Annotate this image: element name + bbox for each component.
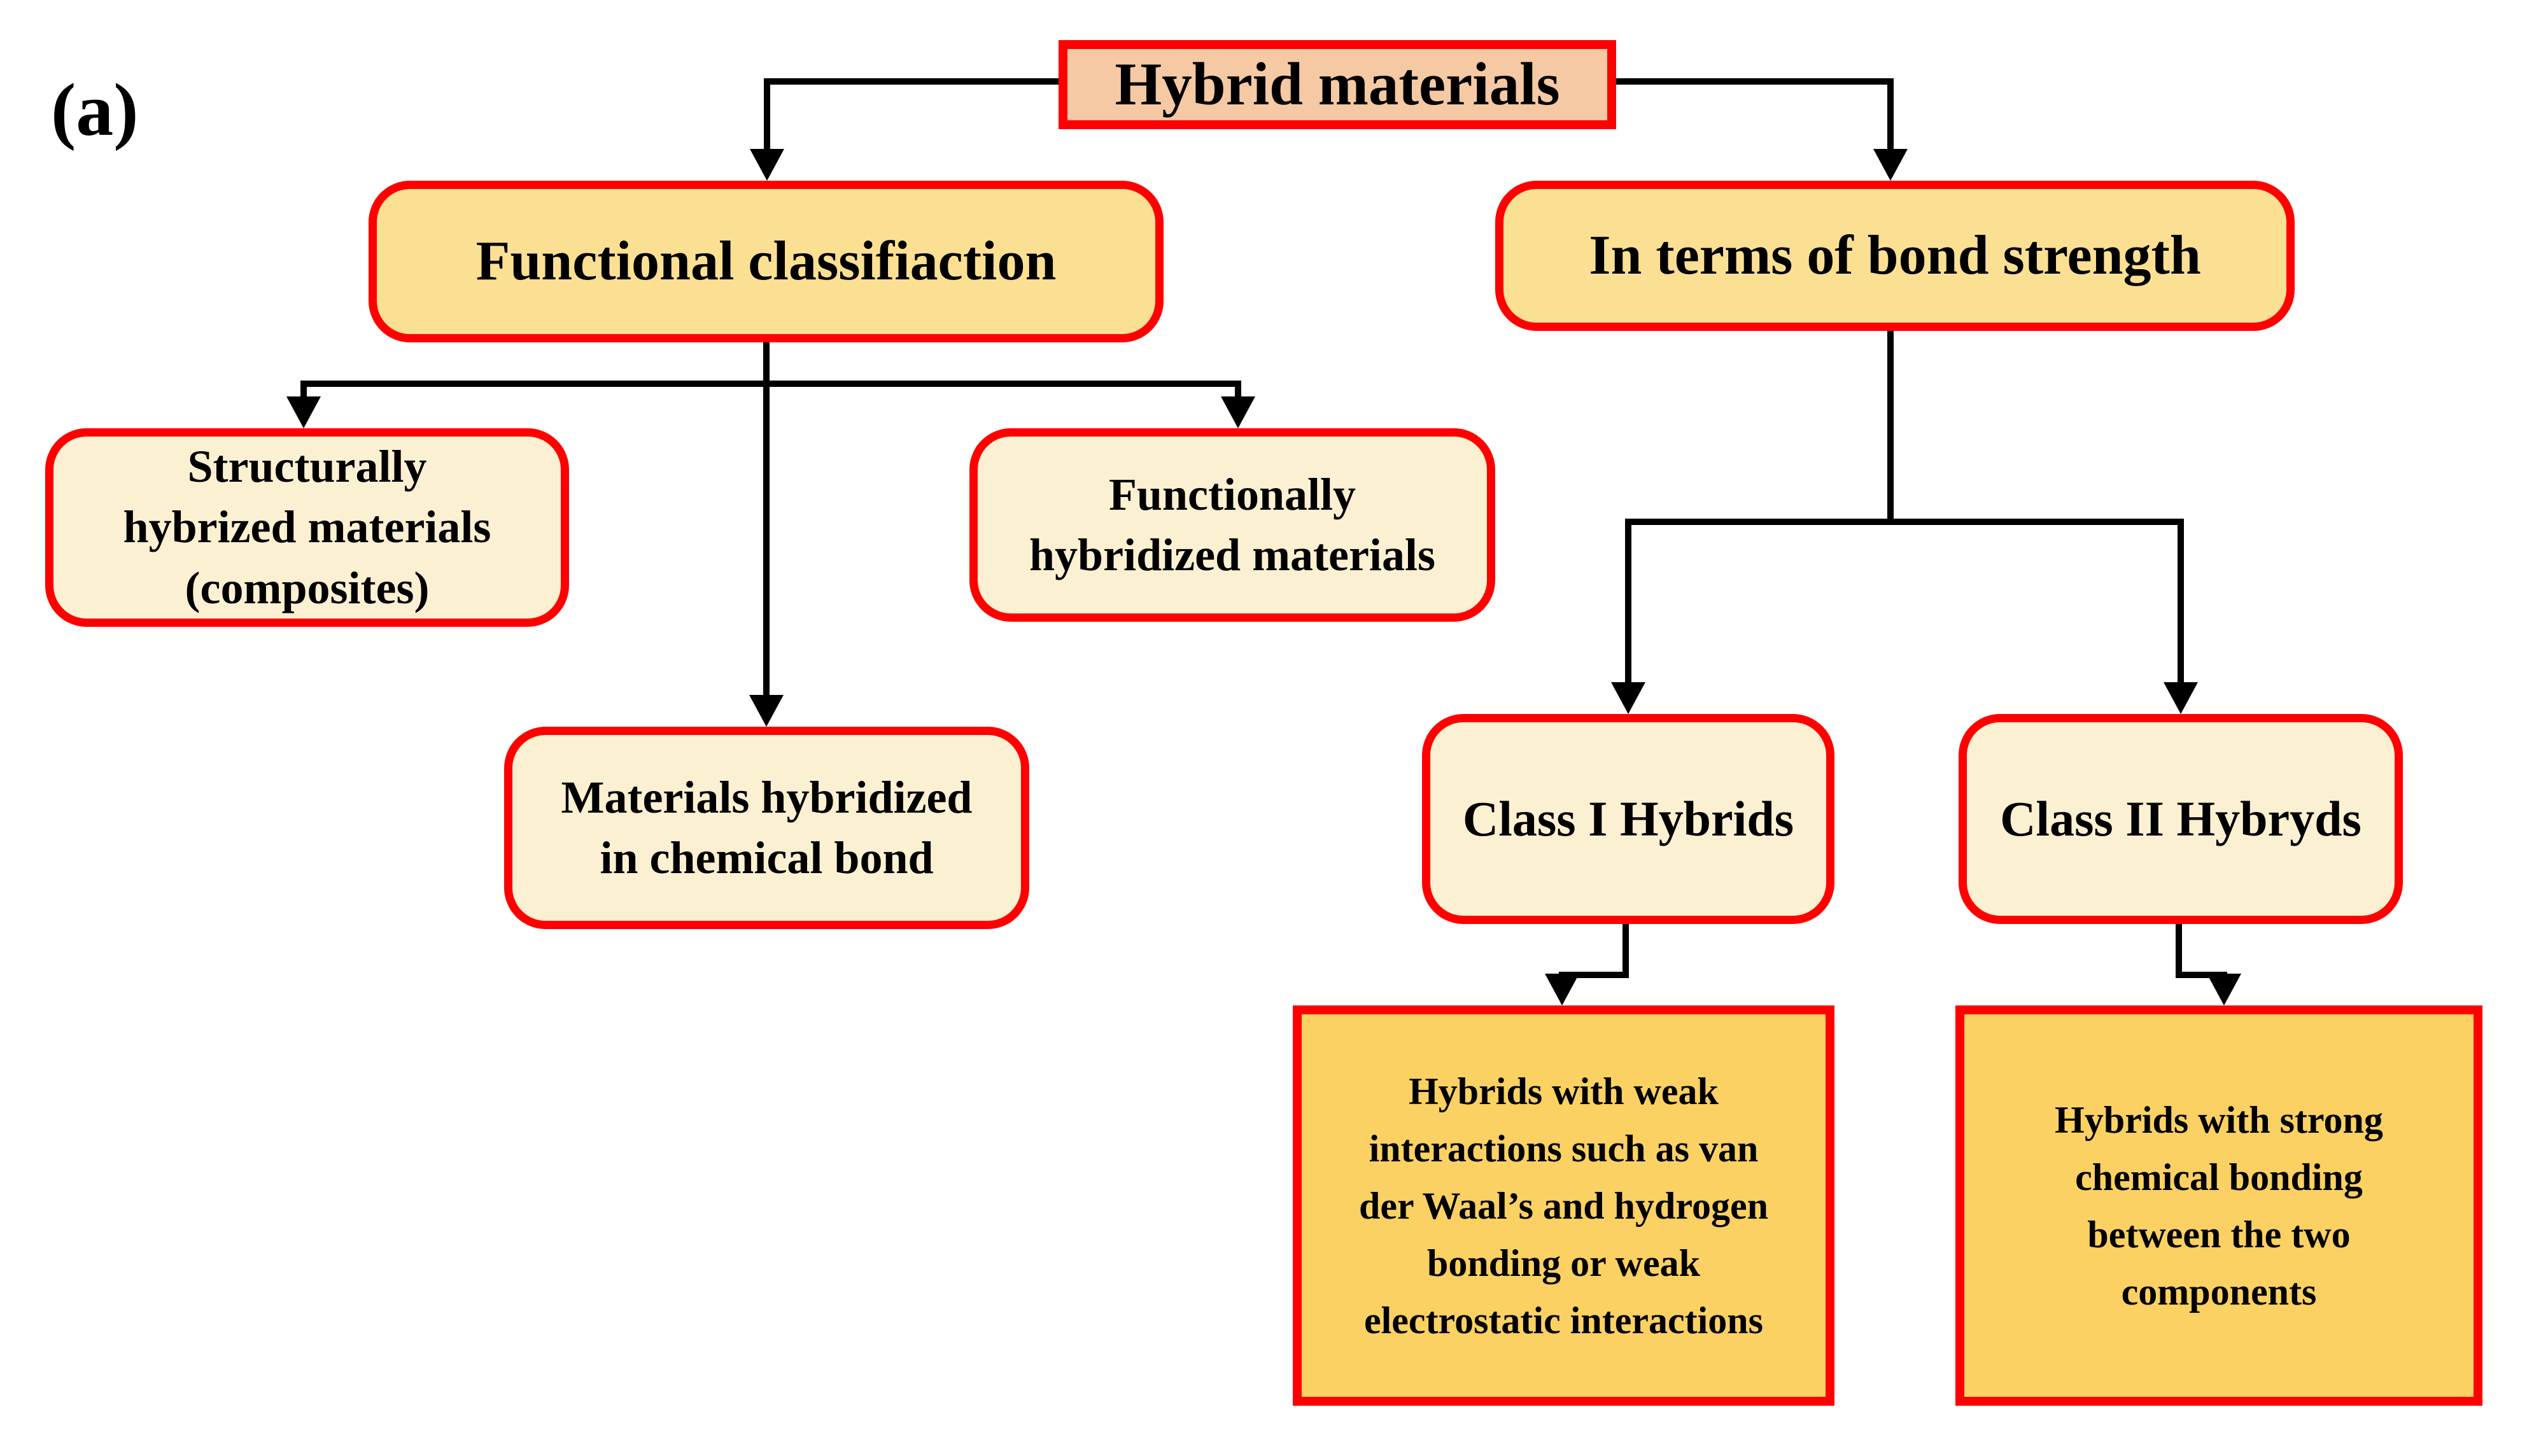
node-structurally-hybrized: Structurally hybrized materials (composi… — [45, 428, 569, 627]
node-class-i-description: Hybrids with weak interactions such as v… — [1293, 1005, 1834, 1406]
node-class-ii-description: Hybrids with strong chemical bonding bet… — [1955, 1005, 2482, 1406]
connector-bond-center-vertical — [1887, 331, 1894, 525]
node-class-i-hybrids: Class I Hybrids — [1422, 714, 1834, 924]
arrowhead-into-chemical-bond — [749, 695, 784, 727]
connector-class1-vertical — [1625, 519, 1631, 682]
connector-structural-vertical — [300, 381, 307, 403]
node-hybrid-materials: Hybrid materials — [1059, 40, 1616, 129]
node-bond-strength: In terms of bond strength — [1495, 181, 2295, 331]
connector-functional-center-vertical — [763, 342, 770, 695]
connector-class2-vertical — [2178, 519, 2184, 682]
arrowhead-into-class1-description — [1545, 974, 1579, 1005]
arrowhead-into-class2-description — [2207, 974, 2241, 1005]
connector-class1-step-left — [1559, 972, 1629, 978]
arrowhead-into-class1 — [1611, 682, 1645, 714]
connector-class2-step-down — [2176, 924, 2182, 978]
connector-root-right-horizontal — [1616, 78, 1890, 85]
connector-functionally-vertical — [1235, 381, 1241, 403]
connector-root-right-vertical — [1887, 78, 1894, 149]
figure-label: (a) — [51, 68, 139, 151]
node-class-ii-hybryds: Class II Hybryds — [1959, 714, 2403, 924]
arrowhead-into-functionally — [1221, 396, 1255, 428]
connector-bond-branch-horizontal — [1625, 519, 2184, 525]
arrowhead-into-bond-strength — [1873, 149, 1908, 181]
arrowhead-into-structural — [286, 396, 321, 428]
connector-class1-step-down — [1622, 924, 1629, 978]
connector-root-left-vertical — [764, 78, 770, 149]
connector-class2-step-right — [2176, 972, 2227, 978]
node-functional-classification: Functional classifiaction — [369, 181, 1164, 342]
arrowhead-into-functional — [750, 149, 784, 181]
arrowhead-into-class2 — [2164, 682, 2198, 714]
node-functionally-hybridized: Functionally hybridized materials — [969, 428, 1495, 622]
node-materials-chemical-bond: Materials hybridized in chemical bond — [504, 727, 1029, 929]
connector-root-left-horizontal — [767, 78, 1059, 85]
connector-functional-branch-horizontal — [304, 381, 1238, 387]
